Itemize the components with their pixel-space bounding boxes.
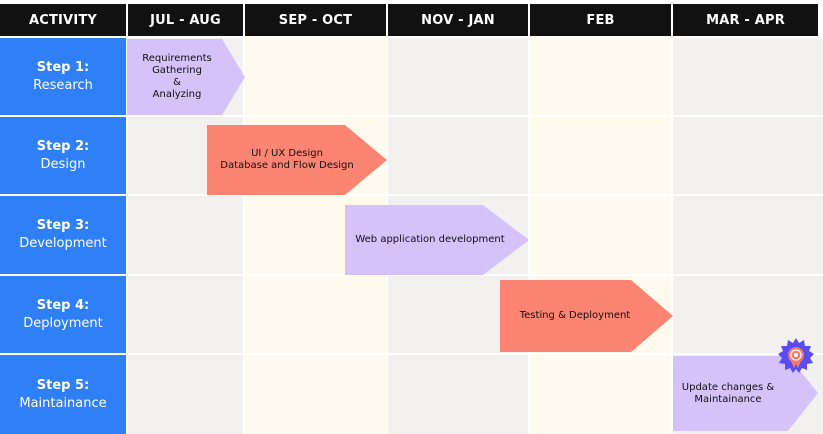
step-cell-research: Step 1: Research (0, 38, 126, 115)
step-number: Step 3: (36, 218, 90, 233)
task-label: UI / UX Design Database and Flow Design (220, 148, 354, 171)
step-cell-design: Step 2: Design (0, 117, 126, 194)
step-name: Maintainance (19, 395, 107, 411)
award-badge-icon (778, 338, 814, 373)
step-name: Design (40, 156, 86, 172)
task-label: Web application development (355, 234, 505, 245)
column-feb (530, 38, 671, 434)
task-label: Testing & Deployment (519, 310, 631, 321)
step-number: Step 2: (36, 138, 90, 154)
step-number: Step 4: (36, 297, 90, 313)
row-separator (126, 115, 823, 117)
task-bar-development: Web application development (345, 205, 529, 275)
arrow-shape (673, 356, 818, 431)
task-bar-maintainance: Update changes & Maintainance (673, 356, 818, 431)
arrow-shape (127, 39, 245, 115)
header-period-jul-aug: JUL - AUG (128, 4, 243, 36)
step-cell-maintainance: Step 5: Maintainance (0, 355, 126, 434)
task-bar-requirements: Requirements Gathering & Analyzing (127, 39, 245, 115)
header-period-mar-apr: MAR - APR (673, 4, 818, 36)
step-name: Development (19, 236, 107, 251)
row-separator (126, 353, 823, 355)
step-name: Research (33, 77, 93, 93)
task-bar-testing: Testing & Deployment (500, 280, 673, 352)
step-cell-deployment: Step 4: Deployment (0, 276, 126, 353)
header-period-sep-oct: SEP - OCT (245, 4, 386, 36)
step-cell-development: Step 3: Development (0, 196, 126, 274)
task-label: Requirements Gathering & Analyzing (142, 53, 212, 100)
task-bar-design: UI / UX Design Database and Flow Design (207, 125, 387, 195)
row-separator (126, 194, 823, 196)
arrow-shape (500, 280, 673, 352)
step-number: Step 5: (36, 377, 90, 393)
task-label: Update changes & Maintainance (681, 381, 775, 405)
header-period-feb: FEB (530, 4, 671, 36)
step-name: Deployment (23, 315, 103, 331)
header-period-nov-jan: NOV - JAN (388, 4, 528, 36)
arrow-shape (207, 125, 387, 195)
arrow-shape (345, 205, 529, 275)
header-activity: ACTIVITY (0, 4, 126, 36)
step-number: Step 1: (36, 59, 90, 75)
row-separator (126, 274, 823, 276)
